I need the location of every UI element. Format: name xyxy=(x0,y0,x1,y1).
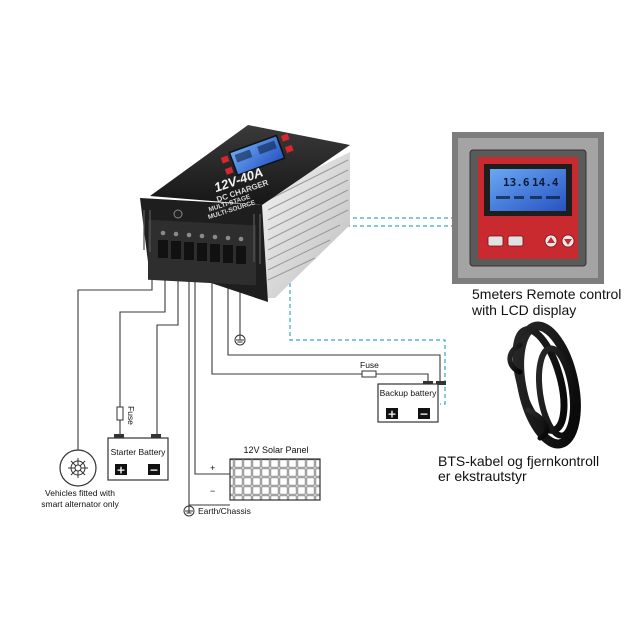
remote-control-panel: 13.6 14.4 xyxy=(452,132,604,284)
remote-caption-line2: with LCD display xyxy=(472,302,577,318)
bts-cable-coil xyxy=(507,321,581,449)
cable-caption: BTS-kabel og fjernkontroll er ekstrautst… xyxy=(438,454,599,484)
remote-caption: 5meters Remote control with LCD display xyxy=(472,286,621,318)
heatsink-fins xyxy=(267,159,349,281)
starter-battery: Starter Battery + − xyxy=(107,434,169,481)
backup-battery-minus-icon xyxy=(418,408,430,419)
dc-charger-unit: 12V-40A DC CHARGER MULTI-STAGE MULTI-SOU… xyxy=(140,125,350,302)
earth-chassis: Earth/Chassis xyxy=(183,505,251,517)
fuse-starter-symbol xyxy=(116,406,124,421)
side-vents xyxy=(143,210,261,264)
fuse-backup: Fuse xyxy=(360,360,379,378)
remote-port xyxy=(173,209,183,219)
alternator: Vehicles fitted with smart alternator on… xyxy=(41,449,119,509)
solar-minus-sign: − xyxy=(210,486,215,496)
starter-battery-label: Starter Battery xyxy=(111,447,167,457)
wire-alternator xyxy=(77,262,153,450)
earth-symbol-top xyxy=(234,334,246,346)
backup-battery: Backup battery + − xyxy=(377,381,446,423)
charger-button-4[interactable] xyxy=(284,144,294,153)
charger-button-2[interactable] xyxy=(224,166,234,175)
remote-button-1[interactable] xyxy=(487,235,504,247)
svg-text:−: − xyxy=(149,464,158,477)
backup-battery-label: Backup battery xyxy=(380,388,437,398)
wire-backup-fuse-right xyxy=(376,373,429,384)
solar-plus-sign: + xyxy=(210,463,215,473)
starter-battery-minus-icon xyxy=(148,464,160,475)
remote-lcd-right-value: 14.4 xyxy=(532,176,559,189)
earth-chassis-icon xyxy=(183,505,195,517)
solar-panel-label: 12V Solar Panel xyxy=(243,445,308,455)
wire-starter-positive xyxy=(119,262,166,407)
starter-battery-plus-icon xyxy=(115,464,127,475)
charger-button-3[interactable] xyxy=(280,133,290,142)
fuse-starter: Fuse xyxy=(116,406,136,425)
svg-text:+: + xyxy=(387,408,396,421)
wire-backup-negative xyxy=(227,262,441,384)
wire-solar-positive xyxy=(194,262,230,475)
up-arrow-icon xyxy=(547,237,555,243)
solar-panel-body xyxy=(229,458,321,501)
cable-caption-line2: er ekstrautstyr xyxy=(438,468,527,484)
remote-lcd-screen xyxy=(490,169,566,211)
svg-text:−: − xyxy=(419,408,428,421)
cable-caption-line1: BTS-kabel og fjernkontroll xyxy=(438,453,600,469)
terminal-block xyxy=(158,240,246,264)
down-arrow-icon xyxy=(564,239,572,245)
remote-caption-line1: 5meters Remote control xyxy=(472,286,622,302)
earth-chassis-label: Earth/Chassis xyxy=(198,506,251,516)
remote-button-2[interactable] xyxy=(507,235,524,247)
alternator-label-line2: smart alternator only xyxy=(41,499,119,509)
wires xyxy=(77,262,441,513)
wire-backup-positive xyxy=(211,262,362,375)
backup-battery-plus-icon xyxy=(386,408,398,419)
charger-button-1[interactable] xyxy=(220,155,230,164)
wire-starter-negative xyxy=(156,262,179,437)
fuse-backup-symbol xyxy=(361,370,377,378)
fuse-starter-label: Fuse xyxy=(126,406,136,425)
fuse-backup-label: Fuse xyxy=(360,360,379,370)
terminal-screws xyxy=(160,230,244,242)
alternator-label-line1: Vehicles fitted with xyxy=(45,488,115,498)
remote-lcd-left-value: 13.6 xyxy=(503,176,530,189)
svg-text:+: + xyxy=(116,464,125,477)
solar-panel: 12V Solar Panel + − xyxy=(210,445,321,501)
